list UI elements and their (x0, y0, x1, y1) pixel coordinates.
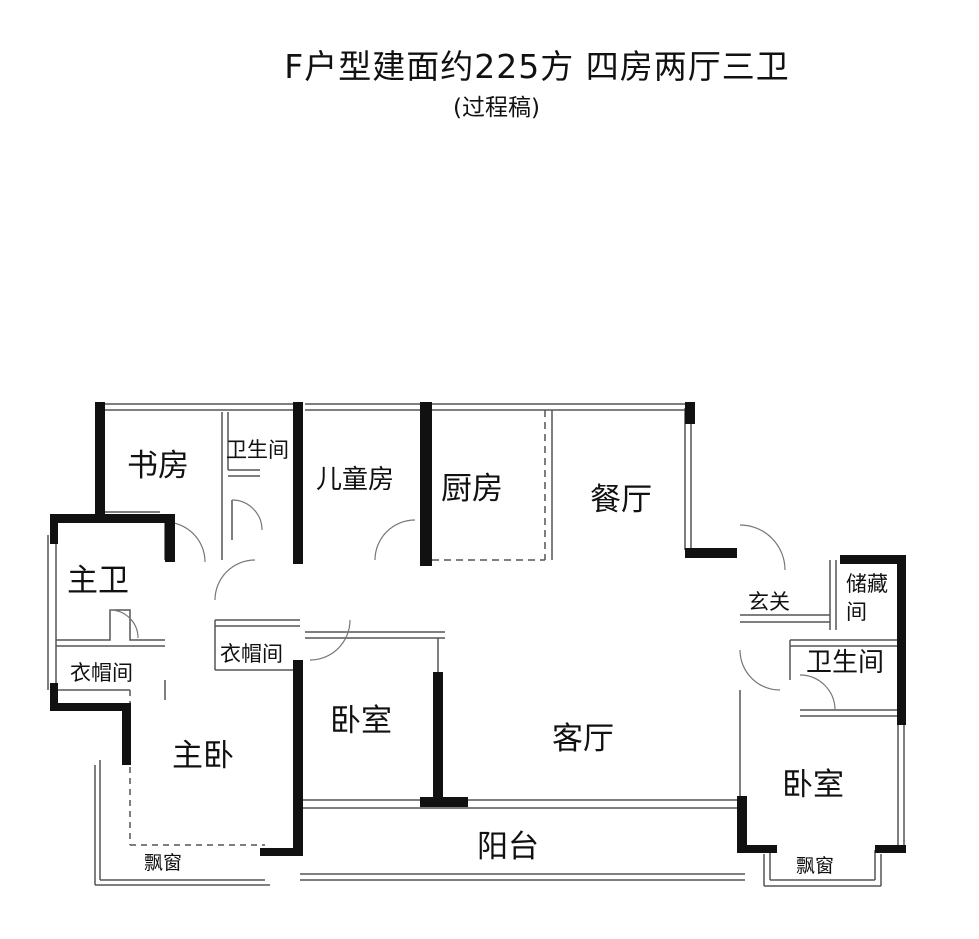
balcony-lines (300, 799, 745, 881)
wall (737, 796, 747, 852)
label-kids-room: 儿童房 (316, 465, 394, 495)
wall (420, 797, 468, 807)
right-bay-window (763, 850, 882, 887)
door-swings (109, 499, 836, 711)
wall (165, 514, 175, 562)
wall (897, 555, 906, 725)
wall (875, 845, 906, 853)
study-partitions (100, 412, 229, 560)
study-window (100, 403, 300, 411)
master-bath-partitions (56, 609, 165, 647)
wall (420, 402, 432, 566)
wall (122, 703, 131, 765)
structural-walls (50, 402, 906, 856)
door-master-bath (109, 609, 139, 639)
wall (293, 402, 303, 564)
wall (433, 672, 443, 804)
wall (50, 514, 58, 544)
label-bedroom-mid: 卧室 (330, 703, 392, 739)
wall (50, 683, 58, 711)
bath-right-partitions (789, 639, 900, 717)
label-living-room: 客厅 (552, 721, 614, 757)
master-bath-window (47, 535, 57, 690)
plan-title: F户型建面约225方 四房两厅三卫 (284, 47, 790, 86)
label-master-bedroom: 主卧 (172, 738, 234, 774)
wall (293, 660, 303, 855)
kitchen-dashed-partition (432, 410, 546, 561)
label-master-bath: 主卫 (67, 563, 129, 599)
wall (95, 402, 105, 520)
label-closet-mid: 衣帽间 (220, 642, 283, 666)
wall (737, 845, 777, 853)
label-foyer: 玄关 (748, 590, 790, 614)
bath-top-partitions (228, 469, 260, 540)
closet-mid-partitions (214, 619, 300, 671)
label-bath-right: 卫生间 (806, 648, 884, 678)
label-storage-1: 储藏 (846, 572, 888, 596)
label-dining: 餐厅 (590, 482, 652, 518)
door-bath-right-inner (799, 674, 836, 711)
dining-side-window (684, 408, 692, 550)
label-closet-left: 衣帽间 (70, 661, 133, 685)
right-bedroom-window (897, 720, 905, 850)
door-kids (374, 519, 416, 561)
door-master-bed (214, 559, 256, 601)
door-bedroom-mid (309, 619, 351, 661)
wall (50, 703, 130, 711)
door-bath-right (739, 649, 781, 691)
left-bay-window (94, 760, 270, 886)
label-bay-window-right: 飘窗 (796, 855, 834, 877)
wall (840, 555, 906, 564)
label-kitchen: 厨房 (441, 471, 503, 507)
door-entrance (739, 524, 786, 571)
wall (260, 848, 303, 856)
kitchen-dining-window (432, 403, 690, 411)
kids-window (305, 403, 425, 411)
door-bath-top (231, 499, 263, 531)
plan-subtitle: (过程稿) (453, 95, 540, 121)
label-bay-window-left: 飘窗 (144, 852, 182, 874)
label-storage-2: 间 (846, 600, 867, 624)
label-bedroom-right: 卧室 (782, 767, 844, 803)
label-study: 书房 (127, 448, 189, 484)
wall (685, 548, 737, 558)
room-labels: 书房 卫生间 儿童房 厨房 餐厅 主卫 衣帽间 衣帽间 主卧 卧室 客厅 阳台 … (67, 438, 888, 877)
thin-lines (47, 403, 905, 887)
wall (50, 514, 175, 523)
label-bath-top: 卫生间 (226, 438, 289, 462)
wall (685, 402, 695, 424)
label-balcony: 阳台 (477, 829, 539, 865)
closet-partitions (56, 680, 166, 700)
foyer-partitions (740, 560, 837, 630)
